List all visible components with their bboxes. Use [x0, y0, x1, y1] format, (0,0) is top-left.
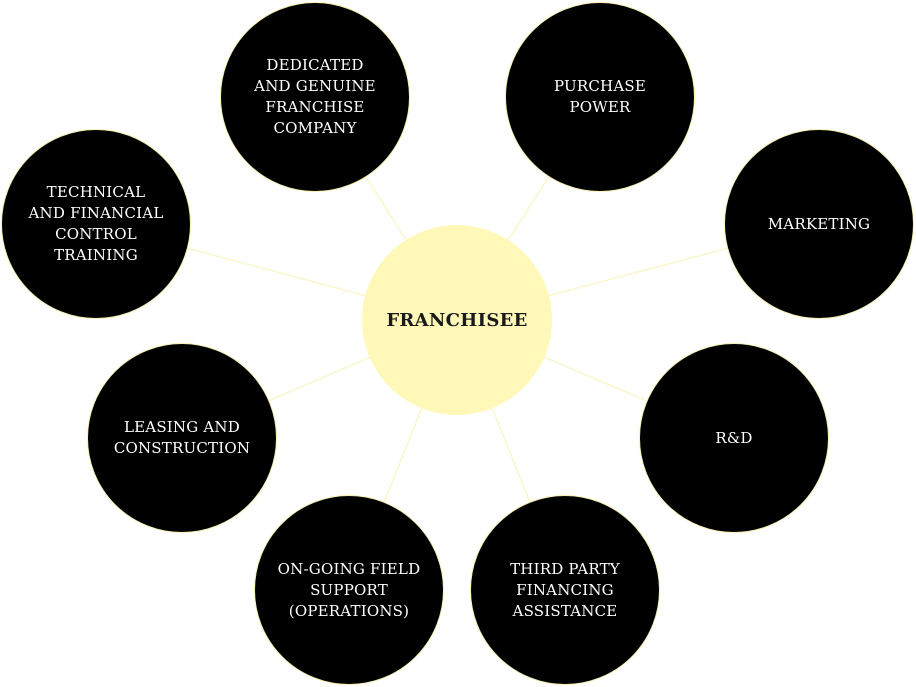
center-node: FRANCHISEE	[362, 225, 552, 415]
node-field-support: ON-GOING FIELD SUPPORT (OPERATIONS)	[254, 495, 444, 685]
node-leasing: LEASING AND CONSTRUCTION	[87, 343, 277, 533]
node-marketing: MARKETING	[724, 129, 914, 319]
node-label: LEASING AND CONSTRUCTION	[113, 418, 251, 457]
node-third-party: THIRD PARTY FINANCING ASSISTANCE	[470, 495, 660, 685]
node-dedicated: DEDICATED AND GENUINE FRANCHISE COMPANY	[220, 2, 410, 192]
node-label: ON-GOING FIELD SUPPORT (OPERATIONS)	[277, 559, 421, 620]
node-label: THIRD PARTY FINANCING ASSISTANCE	[510, 559, 620, 620]
node-label: TECHNICAL AND FINANCIAL CONTROL TRAINING	[28, 183, 164, 264]
node-rnd: R&D	[639, 343, 829, 533]
node-label: R&D	[715, 428, 753, 447]
node-label: PURCHASE POWER	[554, 77, 646, 116]
node-label: DEDICATED AND GENUINE FRANCHISE COMPANY	[254, 56, 376, 137]
node-purchase: PURCHASE POWER	[505, 2, 695, 192]
center-label: FRANCHISEE	[386, 309, 528, 331]
node-label: MARKETING	[767, 214, 871, 233]
node-technical: TECHNICAL AND FINANCIAL CONTROL TRAINING	[1, 129, 191, 319]
